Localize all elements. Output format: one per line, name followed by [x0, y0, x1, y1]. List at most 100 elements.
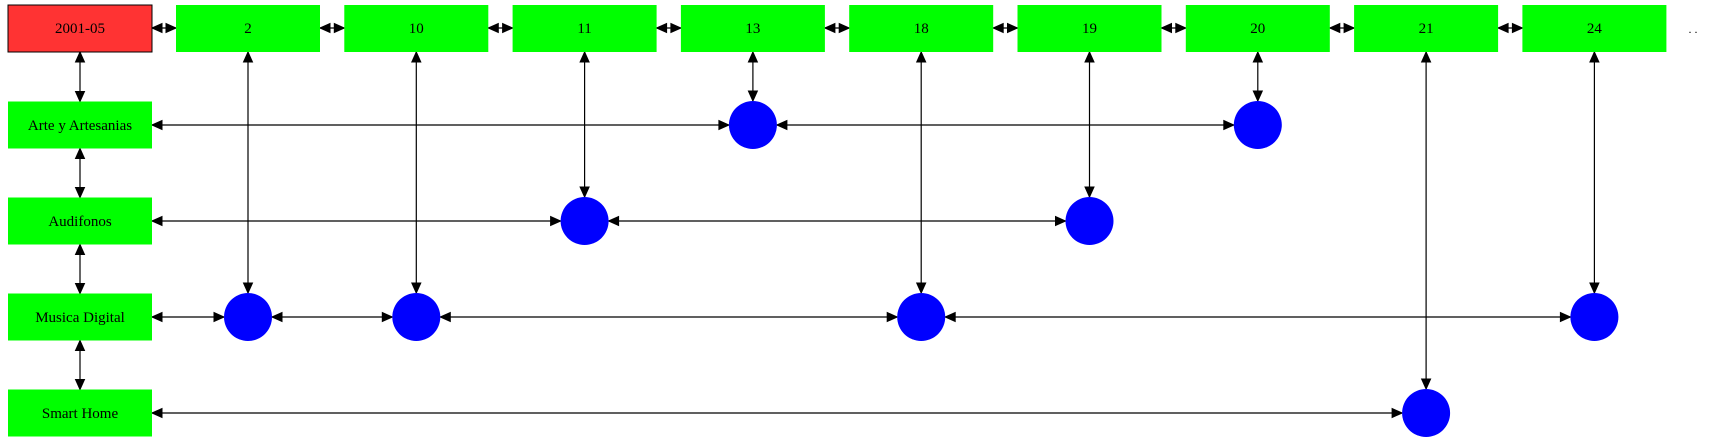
vertical-edge-1-head-end: [411, 282, 422, 295]
category-node-label: Arte y Artesanias: [28, 118, 132, 134]
day-node-21: [1354, 5, 1499, 52]
chain-edge-5-head-start: [991, 22, 1004, 34]
day-node-2: [176, 5, 320, 52]
day-node-label: 21: [1419, 21, 1434, 37]
marker-dot: [897, 293, 946, 341]
marker-dot: [392, 293, 441, 341]
chain-edge-1-head-start: [318, 22, 331, 34]
category-node-2: [8, 293, 152, 341]
vertical-edge-5-head-end: [1084, 186, 1095, 199]
category-node-label: Audifonos: [48, 214, 111, 230]
row-edge-0-6-head-start: [775, 119, 788, 131]
chain-edge-6-head-start: [1160, 22, 1172, 34]
category-node-label: Musica Digital: [35, 310, 125, 326]
vertical-edge-8-head-start: [1589, 50, 1600, 63]
day-node-10: [344, 5, 489, 52]
marker-dot: [560, 197, 609, 245]
day-node-label: 20: [1250, 21, 1265, 37]
row-edge-1-5-head-start: [607, 215, 620, 227]
category-chain-edge-1-head-start: [74, 147, 86, 159]
day-node-label: 18: [914, 21, 929, 37]
day-node-20: [1185, 5, 1330, 52]
vertical-edge-6-head-start: [1252, 50, 1264, 63]
vertical-edge-3-head-start: [747, 50, 759, 63]
marker-dot: [1570, 293, 1619, 341]
chain-edge-7-head-start: [1328, 22, 1341, 34]
row-edge-2-0-head-end: [213, 311, 226, 323]
row-edge-2-1-head-start: [270, 311, 283, 323]
vertical-edge-8-head-end: [1589, 282, 1600, 295]
category-chain-edge-2-head-end: [74, 283, 86, 295]
row-edge-1-2-head-end: [550, 215, 562, 227]
vertical-edge-1-head-start: [411, 50, 422, 63]
chain-edge-7-head-end: [1343, 22, 1356, 34]
row-edge-3-7-head-start: [150, 407, 163, 419]
row-edge-2-0-head-start: [150, 311, 163, 323]
category-chain-edge-0-head-end: [74, 91, 86, 103]
marker-dot: [728, 101, 777, 149]
day-node-label: 13: [745, 21, 760, 37]
vertical-edge-6-head-end: [1252, 90, 1264, 103]
category-chain-edge-3-head-start: [74, 339, 86, 351]
vertical-edge-5-head-start: [1084, 50, 1095, 63]
vertical-edge-4-head-start: [915, 50, 927, 63]
category-node-label: Smart Home: [42, 406, 119, 422]
marker-dot: [1402, 389, 1451, 437]
row-edge-1-2-head-start: [150, 215, 163, 227]
category-chain-edge-3-head-end: [74, 379, 86, 391]
row-edge-0-6-head-end: [1223, 119, 1236, 131]
chain-edge-6-head-end: [1175, 22, 1188, 34]
day-node-label: 2: [244, 21, 252, 37]
vertical-edge-0-head-end: [242, 282, 254, 295]
edge-layer: [74, 22, 1600, 419]
vertical-edge-2-head-end: [579, 186, 590, 199]
chain-edge-8-head-end: [1511, 22, 1524, 34]
day-node-13: [680, 5, 825, 52]
vertical-edge-7-head-start: [1420, 50, 1432, 63]
day-node-19: [1017, 5, 1162, 52]
row-edge-2-4-head-start: [439, 311, 451, 323]
chain-edge-4-head-start: [823, 22, 836, 34]
chain-edge-0-head-end: [165, 22, 178, 34]
row-edge-2-8-head-end: [1559, 311, 1572, 323]
row-edge-1-5-head-end: [1055, 215, 1067, 227]
chain-edge-2-head-end: [502, 22, 514, 34]
ellipsis-label: . .: [1689, 22, 1698, 36]
vertical-edge-4-head-end: [915, 282, 927, 295]
chain-edge-8-head-start: [1496, 22, 1509, 34]
marker-dot: [224, 293, 272, 341]
category-chain-edge-1-head-end: [74, 187, 86, 199]
chain-edge-3-head-start: [655, 22, 668, 34]
row-edge-2-1-head-end: [381, 311, 394, 323]
category-chain-edge-2-head-start: [74, 243, 86, 255]
category-node-3: [8, 389, 152, 437]
chain-edge-5-head-end: [1007, 22, 1019, 34]
vertical-edge-7-head-end: [1420, 378, 1432, 391]
chain-edge-0-head-start: [150, 22, 163, 34]
marker-dot: [1233, 101, 1282, 149]
chain-edge-2-head-start: [487, 22, 499, 34]
chain-edge-1-head-end: [333, 22, 346, 34]
row-edge-0-3-head-end: [718, 119, 731, 131]
category-node-0: [8, 101, 152, 149]
vertical-edge-3-head-end: [747, 90, 759, 103]
row-edge-0-3-head-start: [150, 119, 163, 131]
chain-edge-4-head-end: [838, 22, 851, 34]
row-edge-3-7-head-end: [1391, 407, 1404, 419]
chain-edge-3-head-end: [670, 22, 683, 34]
day-node-24: [1522, 5, 1667, 52]
day-node-11: [512, 5, 657, 52]
vertical-edge-2-head-start: [579, 50, 590, 63]
day-node-label: 19: [1082, 21, 1097, 37]
day-node-label: 24: [1587, 21, 1603, 37]
month-node: [7, 4, 153, 53]
row-edge-2-4-head-end: [886, 311, 899, 323]
vertical-edge-0-head-start: [242, 50, 254, 63]
category-chain-edge-0-head-start: [74, 50, 86, 63]
row-edge-2-8-head-start: [943, 311, 956, 323]
day-node-18: [849, 5, 994, 52]
category-node-1: [8, 197, 152, 245]
month-node-label: 2001-05: [55, 21, 105, 37]
